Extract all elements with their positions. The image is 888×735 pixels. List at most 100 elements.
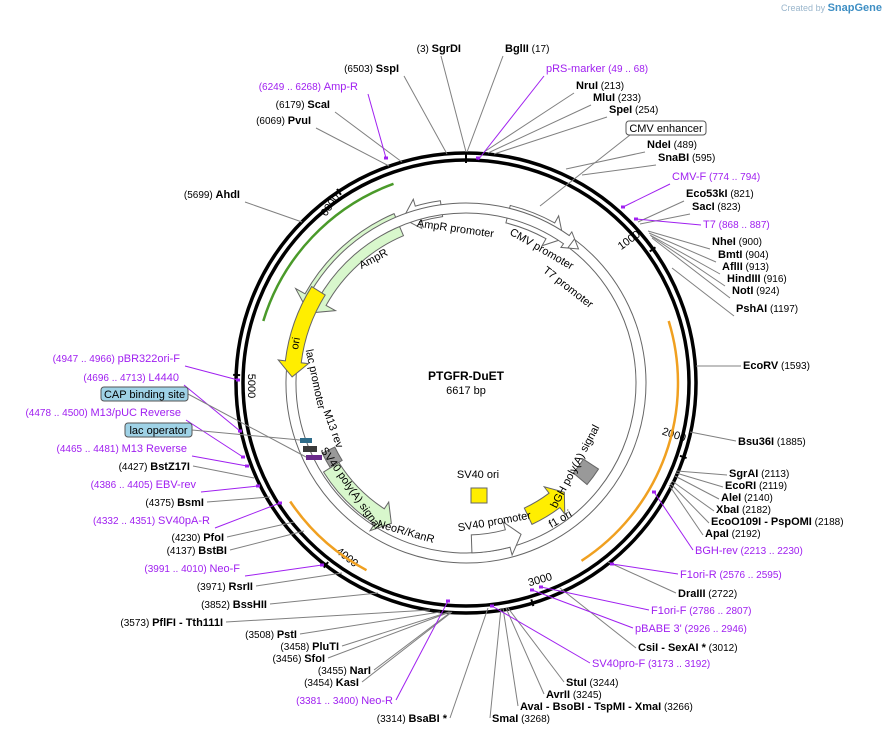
scale-tick-2000 (679, 454, 687, 460)
enzyme-name-bmti: BmtI (718, 249, 742, 261)
enzyme-label-bstz17i: (4427) BstZ17I (119, 461, 190, 473)
enzyme-line-pvui (315, 127, 390, 167)
neor-orf-arc-right (580, 320, 680, 562)
enzyme-line-avrii (505, 607, 545, 695)
feature-cap-site-mark (306, 455, 322, 460)
enzyme-pos-bstbi: (4137) (167, 546, 199, 557)
primer-range-m13-reverse: (4465 .. 4481) (57, 444, 122, 455)
enzyme-pos-csii: (3012) (706, 643, 738, 654)
feature-label-m13-rev: M13 rev (320, 408, 345, 450)
primer-label-f1ori-r: F1ori-R (2576 .. 2595) (680, 569, 782, 581)
enzyme-line-scai (334, 111, 403, 163)
primer-line-pbr322ori-f (184, 365, 239, 381)
enzyme-name-kasi: KasI (336, 677, 359, 689)
enzyme-xbai: XbaI (2182) (716, 504, 771, 516)
enzyme-name-bsshii: BssHII (233, 599, 267, 611)
primer-line-m13-reverse (191, 455, 248, 467)
enzyme-line-sgrdi (440, 55, 467, 153)
primer-label-pbr322ori-f: (4947 .. 4966) pBR322ori-F (53, 353, 181, 365)
enzyme-line-sspi (403, 75, 448, 155)
annotation-line-lac-operator (191, 429, 301, 441)
enzyme-stui: StuI (3244) (566, 677, 618, 689)
enzyme-saci: SacI (823) (692, 201, 741, 213)
primer-line-f1ori-f (540, 586, 650, 611)
enzyme-avrii: AvrII (3245) (546, 689, 602, 701)
primer-range-prs-marker: (49 .. 68) (605, 64, 648, 75)
enzyme-line-snabi (581, 164, 657, 176)
enzyme-noti: NotI (924) (732, 285, 780, 297)
enzyme-bglii: BglII (17) (505, 43, 549, 55)
enzyme-bsabi: (3314) BsaBI * (377, 713, 448, 725)
enzyme-label-eco53ki: Eco53kI (821) (686, 188, 754, 200)
enzyme-pos-xbai: (2182) (739, 505, 771, 516)
primer-name-amp-r: Amp-R (324, 81, 358, 93)
enzyme-scai: (6179) ScaI (276, 99, 330, 111)
enzyme-line-avai (502, 607, 519, 707)
enzyme-name-avrii: AvrII (546, 689, 570, 701)
enzyme-line-eco53ki (637, 200, 685, 223)
brand-name: SnapGene (827, 2, 882, 14)
enzyme-pos-bsmi: (4375) (145, 498, 177, 509)
enzyme-name-bstz17i: BstZ17I (150, 461, 190, 473)
feature-label-sv40-ori: SV40 ori (457, 469, 499, 481)
enzyme-spei: SpeI (254) (609, 104, 658, 116)
primer-name-t7: T7 (703, 219, 716, 231)
primer-site-mark-0 (476, 156, 480, 160)
enzyme-label-aflii: AflII (913) (722, 261, 769, 273)
primer-line-pbabe-3 (531, 589, 634, 629)
enzyme-line-aflii (649, 234, 721, 275)
enzyme-avai: AvaI - BsoBI - TspMI - XmaI (3266) (520, 701, 693, 713)
enzyme-label-avrii: AvrII (3245) (546, 689, 602, 701)
enzyme-pos-pvui: (6069) (256, 116, 288, 127)
enzyme-label-rsrii: (3971) RsrII (197, 581, 253, 593)
enzyme-bstbi: (4137) BstBI (167, 545, 227, 557)
primer-label-pbabe-3: pBABE 3' (2926 .. 2946) (635, 623, 747, 635)
primer-label-sv40pro-f: SV40pro-F (3173 .. 3192) (592, 658, 710, 670)
enzyme-pos-saci: (823) (715, 202, 741, 213)
enzyme-pos-sgrai: (2113) (758, 469, 789, 480)
enzyme-line-ecoo109i (669, 482, 710, 524)
enzyme-label-pfoi: (4230) PfoI (172, 532, 224, 544)
plasmid-length: 6617 bp (446, 385, 486, 397)
enzyme-line-pfoi (226, 521, 295, 538)
annotation-box-lac-operator (124, 422, 193, 438)
primer-site-mark-10 (320, 563, 324, 567)
enzyme-name-spei: SpeI (609, 104, 632, 116)
enzyme-label-kasi: (3454) KasI (304, 677, 359, 689)
enzyme-bsu36i: Bsu36I (1885) (738, 436, 806, 448)
enzyme-name-smai: SmaI (492, 713, 518, 725)
primer-label-amp-r: (6249 .. 6268) Amp-R (259, 81, 358, 93)
enzyme-pos-ahdi: (5699) (184, 190, 216, 201)
primer-line-l4440 (183, 384, 241, 432)
enzyme-pos-nrui: (213) (598, 81, 624, 92)
primer-name-f1ori-f: F1ori-F (651, 605, 687, 617)
enzyme-ecorv: EcoRV (1593) (743, 360, 810, 372)
annotation-line-cap-binding-site (187, 393, 307, 458)
enzyme-pos-draiii: (2722) (706, 589, 738, 600)
feature-neor-kanr-arrow (322, 461, 392, 532)
enzyme-extra-avai: - BsoBI - TspMI - XmaI (543, 701, 661, 713)
enzyme-pos-bstz17i: (4427) (119, 462, 151, 473)
primer-label-cmv-f: CMV-F (774 .. 794) (672, 171, 760, 183)
primer-range-amp-r: (6249 .. 6268) (259, 82, 324, 93)
primer-site-mark-11 (446, 599, 450, 603)
enzyme-nari: (3455) NarI (318, 665, 371, 677)
scale-label-5000: 5000 (245, 374, 257, 398)
primer-site-mark-3 (634, 217, 638, 221)
primer-site-mark-1 (384, 156, 388, 160)
enzyme-ecori: EcoRI (2119) (725, 480, 787, 492)
enzyme-label-bsmi: (4375) BsmI (145, 497, 204, 509)
primer-name-neo-r: Neo-R (361, 695, 393, 707)
primer-name-sv40pa-r: SV40pA-R (158, 515, 210, 527)
enzyme-ecoo109i: EcoO109I - PspOMI (2188) (711, 516, 844, 528)
enzyme-name-bsu36i: Bsu36I (738, 436, 774, 448)
enzyme-pos-ecori: (2119) (756, 481, 787, 492)
enzyme-line-rsrii (255, 572, 343, 587)
enzyme-name-bstbi: BstBI (198, 545, 227, 557)
primer-line-ebv-rev (200, 485, 259, 493)
enzyme-label-bmti: BmtI (904) (718, 249, 769, 261)
primer-site-mark-13 (610, 562, 614, 566)
primer-line-m13-puc-reverse (185, 419, 244, 458)
primer-range-bgh-rev: (2213 .. 2230) (738, 546, 803, 557)
enzyme-label-nhei: NheI (900) (712, 236, 762, 248)
